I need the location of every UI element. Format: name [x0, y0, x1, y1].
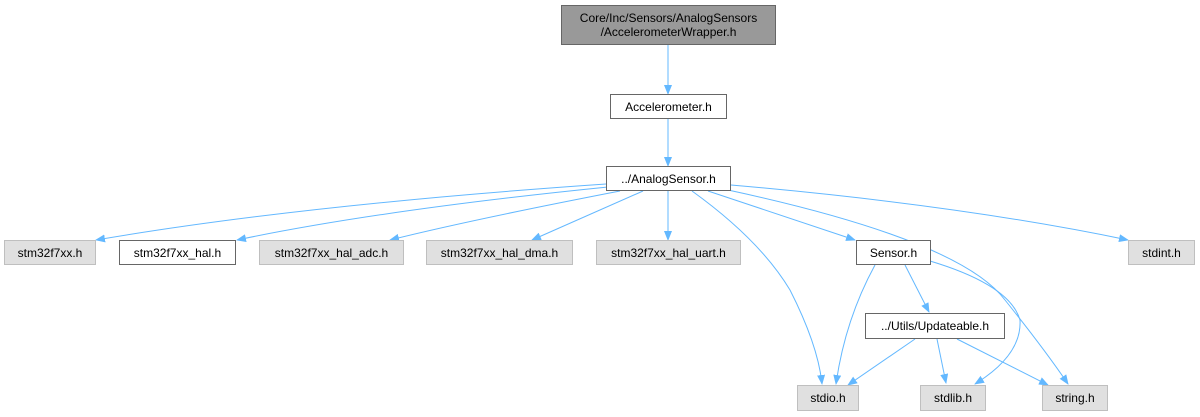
edge-analogsensor-to-string	[727, 189, 1069, 385]
node-stdlib-h: stdlib.h	[920, 385, 986, 411]
node-accelerometer-wrapper-h: Core/Inc/Sensors/AnalogSensors /Accelero…	[561, 5, 776, 45]
edge-analogsensor-to-stdio	[691, 190, 826, 385]
node-stm32f7xx-hal-uart-h: stm32f7xx_hal_uart.h	[596, 240, 741, 265]
node-updateable-h[interactable]: ../Utils/Updateable.h	[865, 313, 1005, 339]
edge-analogsensor-to-stm32f7xx-hal	[236, 186, 609, 243]
edge-analogsensor-to-stm32f7xx-hal-adc	[389, 190, 621, 242]
edge-sensor-to-stdlib	[929, 260, 1021, 385]
edge-updateable-to-stdio	[847, 338, 916, 386]
edge-analogsensor-to-stm32f7xx	[95, 183, 607, 243]
edge-sensor-to-stdio	[833, 264, 876, 385]
node-stdio-h: stdio.h	[797, 385, 859, 411]
node-stdint-h: stdint.h	[1128, 240, 1195, 265]
node-analog-sensor-h[interactable]: ../AnalogSensor.h	[606, 166, 731, 191]
edge-analogsensor-to-sensor	[707, 190, 856, 241]
node-root-line1: Core/Inc/Sensors/AnalogSensors	[579, 11, 758, 25]
node-stm32f7xx-hal-h[interactable]: stm32f7xx_hal.h	[119, 240, 236, 265]
node-string-h: string.h	[1042, 385, 1108, 411]
node-sensor-h[interactable]: Sensor.h	[856, 240, 931, 265]
node-accelerometer-h[interactable]: Accelerometer.h	[610, 94, 727, 119]
edge-analogsensor-to-stm32f7xx-hal-dma	[531, 190, 644, 241]
node-stm32f7xx-hal-adc-h: stm32f7xx_hal_adc.h	[259, 240, 404, 265]
node-stm32f7xx-hal-dma-h: stm32f7xx_hal_dma.h	[426, 240, 573, 265]
edge-analogsensor-to-stdint	[730, 184, 1129, 243]
edge-updateable-to-string	[956, 338, 1049, 386]
node-root-line2: /AccelerometerWrapper.h	[600, 25, 737, 39]
node-stm32f7xx-h: stm32f7xx.h	[4, 240, 96, 265]
edge-sensor-to-updateable	[904, 264, 930, 313]
edge-updateable-to-stdlib	[936, 338, 949, 384]
